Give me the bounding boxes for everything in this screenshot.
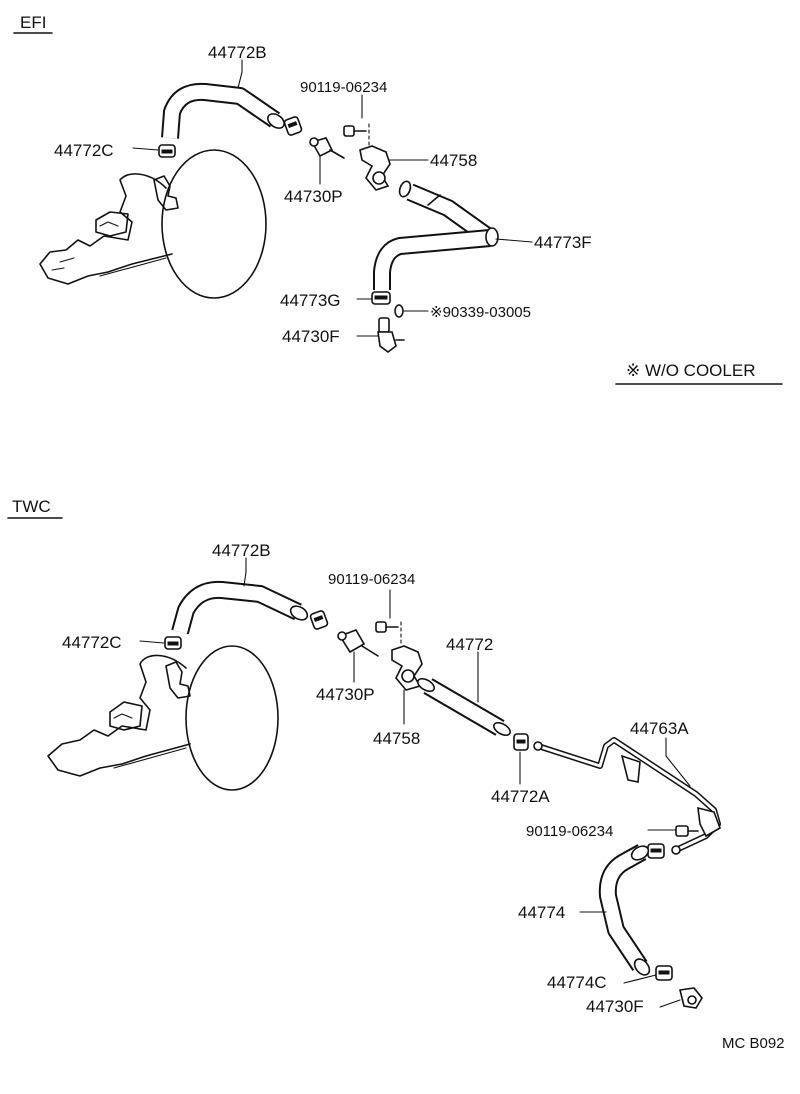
twc-check-valve-44730p <box>337 629 379 657</box>
efi-hose-44773f <box>373 180 499 290</box>
twc-hose-44772 <box>417 677 511 737</box>
twc-label-44772a: 44772A <box>491 787 550 806</box>
twc-clamp-hose-44774-top <box>647 843 665 859</box>
twc-hose-44774 <box>598 844 651 976</box>
twc-pipe-44763a <box>533 737 721 855</box>
efi-bracket-44758 <box>359 145 391 191</box>
efi-leader-lines <box>132 59 533 337</box>
efi-bolt-90119 <box>343 123 370 147</box>
twc-clamp-44774c <box>655 965 673 981</box>
efi-clamp-44772c <box>158 144 176 158</box>
twc-union-44730f <box>679 987 703 1009</box>
twc-label-44774c: 44774C <box>547 973 607 992</box>
efi-union-44730f <box>377 317 405 353</box>
efi-label-44772c: 44772C <box>54 141 114 160</box>
twc-label-90119-top: 90119-06234 <box>328 571 415 588</box>
twc-brake-booster <box>47 645 279 791</box>
twc-label-44758: 44758 <box>373 729 420 748</box>
twc-label-44730p: 44730P <box>316 685 375 704</box>
efi-check-valve-44730p <box>309 137 345 159</box>
efi-label-44730f: 44730F <box>282 327 340 346</box>
twc-clamp-44772a <box>513 733 529 751</box>
twc-label-44772: 44772 <box>446 635 493 654</box>
efi-header: EFI <box>20 13 46 32</box>
twc-label-44772c: 44772C <box>62 633 122 652</box>
twc-clamp-hose-end <box>309 610 329 630</box>
diagram-code: MC B092 <box>722 1035 785 1052</box>
efi-section: EFI <box>13 13 592 353</box>
twc-label-44730f: 44730F <box>586 997 644 1016</box>
efi-label-90339: ※90339-03005 <box>430 304 531 321</box>
twc-label-44772b: 44772B <box>212 541 271 560</box>
efi-label-90119: 90119-06234 <box>300 79 387 96</box>
efi-label-44758: 44758 <box>430 151 477 170</box>
efi-label-44773g: 44773G <box>280 291 341 310</box>
twc-hose-44772b <box>171 580 309 635</box>
cooler-note: ※ W/O COOLER <box>615 361 783 385</box>
efi-clamp-hose-end <box>283 116 303 136</box>
twc-label-44774: 44774 <box>518 903 565 922</box>
twc-label-44763a: 44763A <box>630 719 689 738</box>
efi-brake-booster <box>39 149 267 299</box>
efi-label-44730p: 44730P <box>284 187 343 206</box>
efi-gasket-90339 <box>394 304 404 318</box>
twc-label-90119-bottom: 90119-06234 <box>526 823 613 840</box>
cooler-note-text: ※ W/O COOLER <box>626 361 755 380</box>
efi-clamp-44773g <box>371 291 391 305</box>
efi-label-44773f: 44773F <box>534 233 592 252</box>
twc-bolt-90119-second <box>675 825 699 837</box>
efi-hose-44772b <box>161 82 285 139</box>
twc-bolt-90119 <box>375 621 402 645</box>
efi-label-44772b: 44772B <box>208 43 267 62</box>
twc-clamp-44772c <box>164 636 182 650</box>
twc-section: TWC <box>7 497 721 1016</box>
twc-leader-lines <box>139 557 691 1008</box>
twc-header: TWC <box>12 497 51 516</box>
